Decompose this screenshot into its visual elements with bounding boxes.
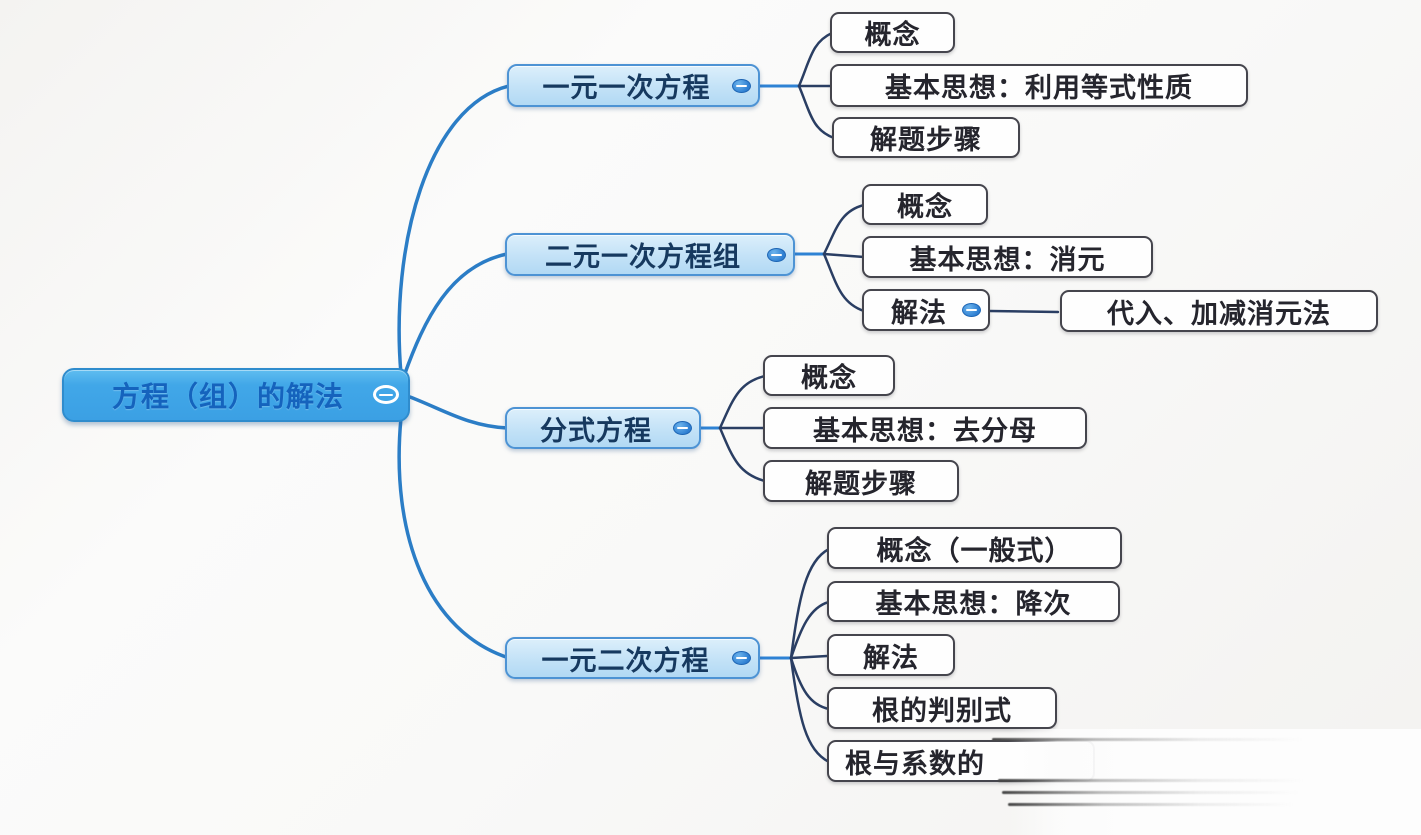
leaf-concept-general-form[interactable]: 概念（一般式）	[827, 527, 1122, 569]
branch-linear-equation[interactable]: 一元一次方程	[507, 64, 760, 107]
collapse-minus-icon[interactable]	[732, 78, 751, 93]
leaf-basic-idea-equality[interactable]: 基本思想：利用等式性质	[830, 64, 1248, 107]
collapse-minus-icon[interactable]	[732, 651, 751, 665]
leaf-label: 基本思想：消元	[909, 244, 1106, 275]
leaf-label: 解题步骤	[870, 125, 982, 155]
leaf-label: 概念（一般式）	[876, 535, 1073, 566]
leaf-solution-steps[interactable]: 解题步骤	[832, 117, 1020, 158]
branch-quadratic-equation[interactable]: 一元二次方程	[505, 637, 760, 679]
root-node[interactable]: 方程（组）的解法	[62, 368, 410, 422]
leaf-basic-idea-clear-denominator[interactable]: 基本思想：去分母	[763, 407, 1087, 449]
leaf-label: 解题步骤	[805, 468, 917, 499]
leaf-label: 概念	[864, 20, 921, 50]
leaf-label: 根的判别式	[872, 695, 1012, 726]
leaf-label: 基本思想：降次	[875, 589, 1072, 619]
branch-label: 一元一次方程	[542, 73, 711, 103]
leaf-basic-idea-elimination[interactable]: 基本思想：消元	[862, 236, 1153, 278]
collapse-minus-icon[interactable]	[962, 303, 981, 317]
leaf-solution-method[interactable]: 解法	[827, 634, 955, 676]
collapse-minus-icon[interactable]	[767, 247, 786, 262]
leaf-solution-steps[interactable]: 解题步骤	[763, 460, 959, 502]
smear-streak	[1008, 803, 1326, 806]
smear-streak	[1002, 791, 1332, 794]
leaf-substitution-elimination[interactable]: 代入、加减消元法	[1060, 290, 1378, 332]
leaf-label: 基本思想：利用等式性质	[885, 73, 1193, 103]
branch-fractional-equation[interactable]: 分式方程	[505, 407, 701, 449]
smear-streak	[998, 779, 1338, 782]
leaf-concept[interactable]: 概念	[763, 355, 895, 396]
smear-streak	[992, 738, 1337, 741]
leaf-label: 代入、加减消元法	[1107, 298, 1331, 329]
leaf-label: 概念	[897, 192, 953, 222]
collapse-minus-icon[interactable]	[373, 385, 399, 404]
collapse-minus-icon[interactable]	[673, 421, 692, 435]
leaf-label: 概念	[801, 363, 857, 393]
leaf-concept[interactable]: 概念	[862, 184, 988, 225]
leaf-basic-idea-degree-reduction[interactable]: 基本思想：降次	[827, 581, 1120, 622]
white-smear-artifact	[1008, 729, 1421, 835]
leaf-label: 解法	[863, 642, 919, 673]
leaf-label: 根与系数的	[845, 748, 985, 779]
branch-linear-system[interactable]: 二元一次方程组	[505, 233, 795, 276]
branch-label: 分式方程	[540, 415, 652, 446]
leaf-label: 解法	[891, 297, 947, 328]
branch-label: 一元二次方程	[541, 645, 710, 676]
branch-label: 二元一次方程组	[545, 242, 741, 272]
leaf-solution-method[interactable]: 解法	[862, 289, 990, 331]
leaf-concept[interactable]: 概念	[830, 12, 955, 53]
root-node-label: 方程（组）的解法	[111, 381, 344, 412]
leaf-label: 基本思想：去分母	[813, 415, 1037, 446]
leaf-discriminant[interactable]: 根的判别式	[827, 687, 1057, 729]
